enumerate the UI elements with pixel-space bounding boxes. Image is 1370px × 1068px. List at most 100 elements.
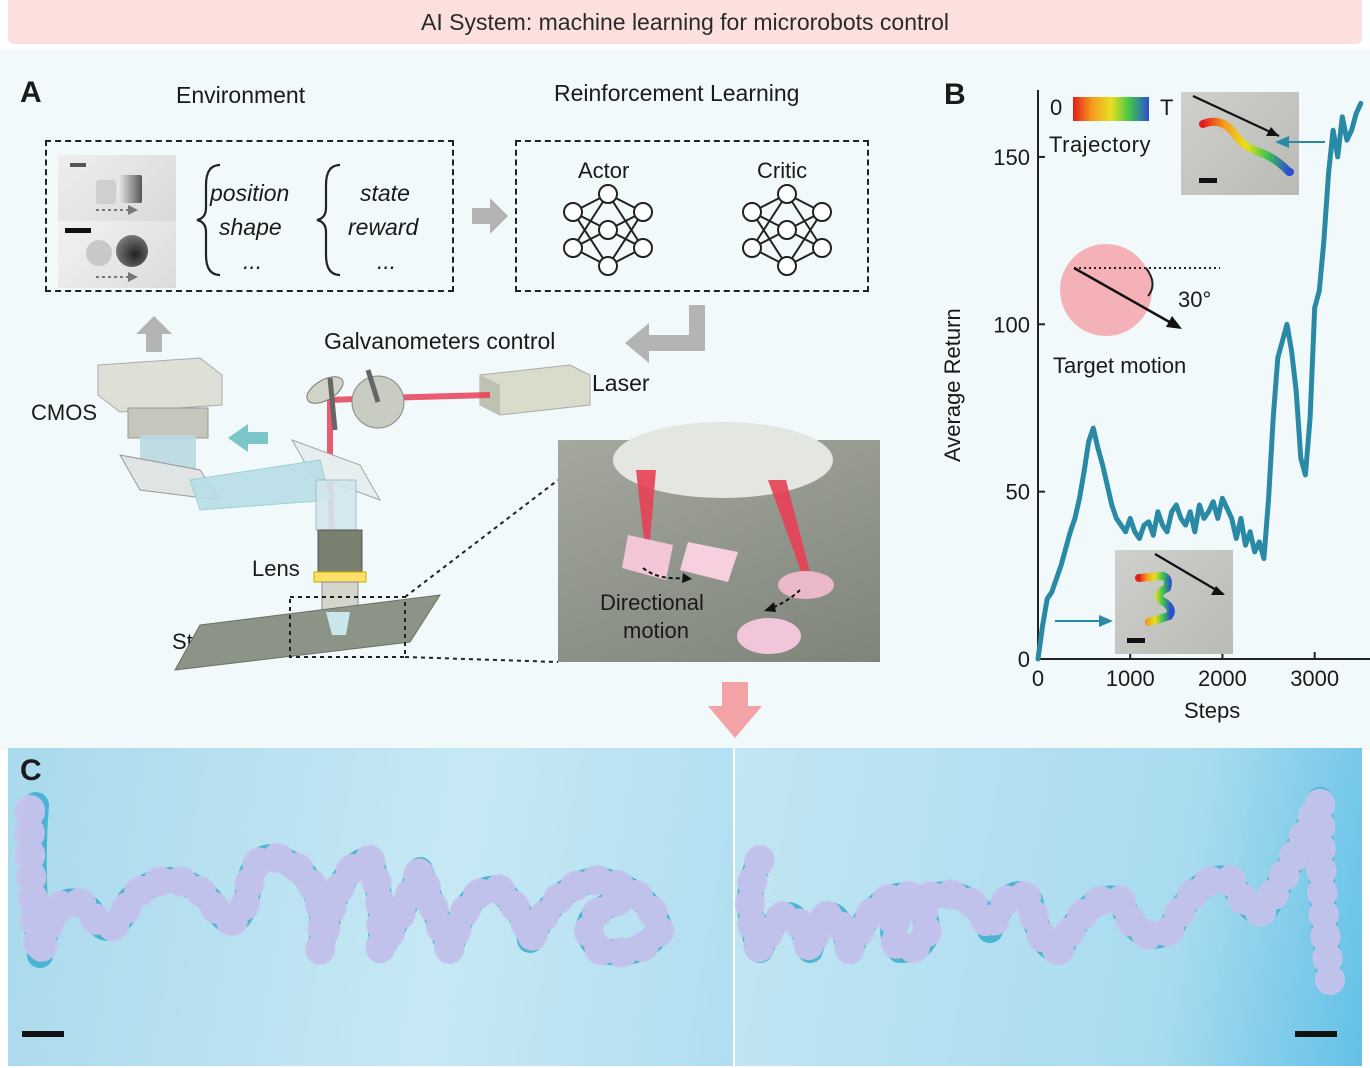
x-tick-label: 2000	[1198, 666, 1247, 691]
data-point	[1087, 439, 1091, 443]
data-point	[1197, 503, 1201, 507]
data-point	[1114, 516, 1118, 520]
brace-right	[316, 163, 341, 277]
data-point	[1220, 496, 1224, 500]
data-point	[1082, 470, 1086, 474]
target-motion-diagram	[1060, 244, 1220, 336]
obs-reward: reward	[348, 214, 419, 240]
data-point	[1110, 503, 1114, 507]
trajectory-inset-bottom	[1115, 550, 1233, 654]
data-point	[1054, 577, 1058, 581]
data-point	[1073, 516, 1077, 520]
data-point	[1091, 426, 1095, 430]
arrow-down-pink-icon	[708, 682, 762, 738]
data-point	[1308, 416, 1312, 420]
angle-label: 30°	[1178, 287, 1212, 312]
data-point	[1059, 563, 1063, 567]
arrow-right-gray-icon	[472, 198, 508, 234]
data-point	[1188, 510, 1192, 514]
rl-heading: Reinforcement Learning	[554, 80, 800, 106]
microscope-image	[58, 155, 176, 288]
data-point	[1041, 624, 1045, 628]
data-point	[1184, 523, 1188, 527]
data-point	[1124, 530, 1128, 534]
obs-ellipsis-2: ...	[377, 248, 397, 274]
x-tick-label: 3000	[1290, 666, 1339, 691]
laser-label: Laser	[592, 370, 650, 396]
data-point	[1354, 111, 1358, 115]
arrow-bent-gray-icon	[625, 305, 705, 363]
data-point	[1170, 510, 1174, 514]
data-point	[1036, 657, 1040, 661]
obs-shape: shape	[219, 214, 282, 240]
data-point	[1147, 520, 1151, 524]
obs-state: state	[360, 180, 410, 206]
trajectory-top-drawing	[1192, 95, 1294, 183]
data-point	[1331, 128, 1335, 132]
cmos-label: CMOS	[31, 400, 97, 425]
data-point	[1359, 101, 1363, 105]
data-point	[1161, 523, 1164, 527]
y-tick-label: 100	[993, 312, 1030, 337]
data-point	[1276, 356, 1280, 360]
data-point	[1267, 496, 1271, 500]
data-point	[1340, 115, 1344, 119]
data-point	[1239, 516, 1243, 520]
data-point	[1142, 523, 1146, 527]
data-point	[1244, 543, 1247, 547]
data-point	[1253, 550, 1257, 554]
arrow-up-gray-icon	[136, 316, 172, 352]
image-motion-arrows	[96, 205, 138, 282]
colorbar	[1073, 97, 1149, 121]
banner: AI System: machine learning for microrob…	[8, 0, 1362, 44]
lens-label: Lens	[252, 556, 300, 581]
data-point	[1050, 590, 1054, 594]
data-point	[1262, 557, 1266, 561]
zoomed-scene: Directional motion	[558, 422, 880, 662]
laser-device	[479, 364, 591, 416]
x-axis-label: Steps	[1184, 698, 1241, 723]
colorbar-end-label: T	[1160, 95, 1174, 120]
data-point	[1234, 537, 1238, 541]
data-point	[1345, 138, 1349, 142]
data-point	[1294, 389, 1298, 393]
data-point	[1271, 416, 1275, 420]
data-point	[1078, 496, 1081, 500]
data-point	[1045, 597, 1049, 601]
y-tick-label: 150	[993, 145, 1030, 170]
data-point	[1179, 516, 1183, 520]
data-point	[1248, 530, 1252, 534]
data-point	[1165, 530, 1169, 534]
rl-box	[515, 140, 869, 292]
y-tick-label: 0	[1018, 647, 1030, 672]
zoomed-scene-drawing	[613, 422, 834, 654]
pointer-arrow-bottom-icon	[1055, 615, 1113, 627]
data-point	[1119, 523, 1123, 527]
data-point	[1350, 128, 1354, 132]
critic-network-icon	[742, 184, 832, 276]
environment-heading: Environment	[176, 82, 306, 108]
data-point	[1216, 516, 1220, 520]
motion-label-line2: motion	[623, 618, 690, 643]
data-point	[1133, 530, 1137, 534]
data-point	[1202, 516, 1206, 520]
environment-box	[45, 140, 454, 292]
pointer-arrow-top-icon	[1275, 136, 1325, 148]
banner-title: AI System: machine learning for microrob…	[421, 8, 949, 35]
actor-network-icon	[563, 184, 653, 276]
data-point	[1225, 506, 1229, 510]
data-point	[1211, 500, 1215, 504]
colorbar-start-label: 0	[1050, 95, 1063, 120]
y-tick-label: 50	[1006, 480, 1030, 505]
data-point	[1285, 322, 1289, 326]
target-motion-caption: Target motion	[1053, 353, 1187, 378]
data-point	[1101, 463, 1105, 467]
data-point	[1322, 239, 1326, 243]
data-point	[1257, 540, 1261, 544]
data-point	[1327, 172, 1330, 176]
data-point	[1064, 547, 1068, 551]
data-point	[1174, 503, 1178, 507]
data-point	[1317, 289, 1321, 293]
x-tick-label: 0	[1032, 666, 1044, 691]
